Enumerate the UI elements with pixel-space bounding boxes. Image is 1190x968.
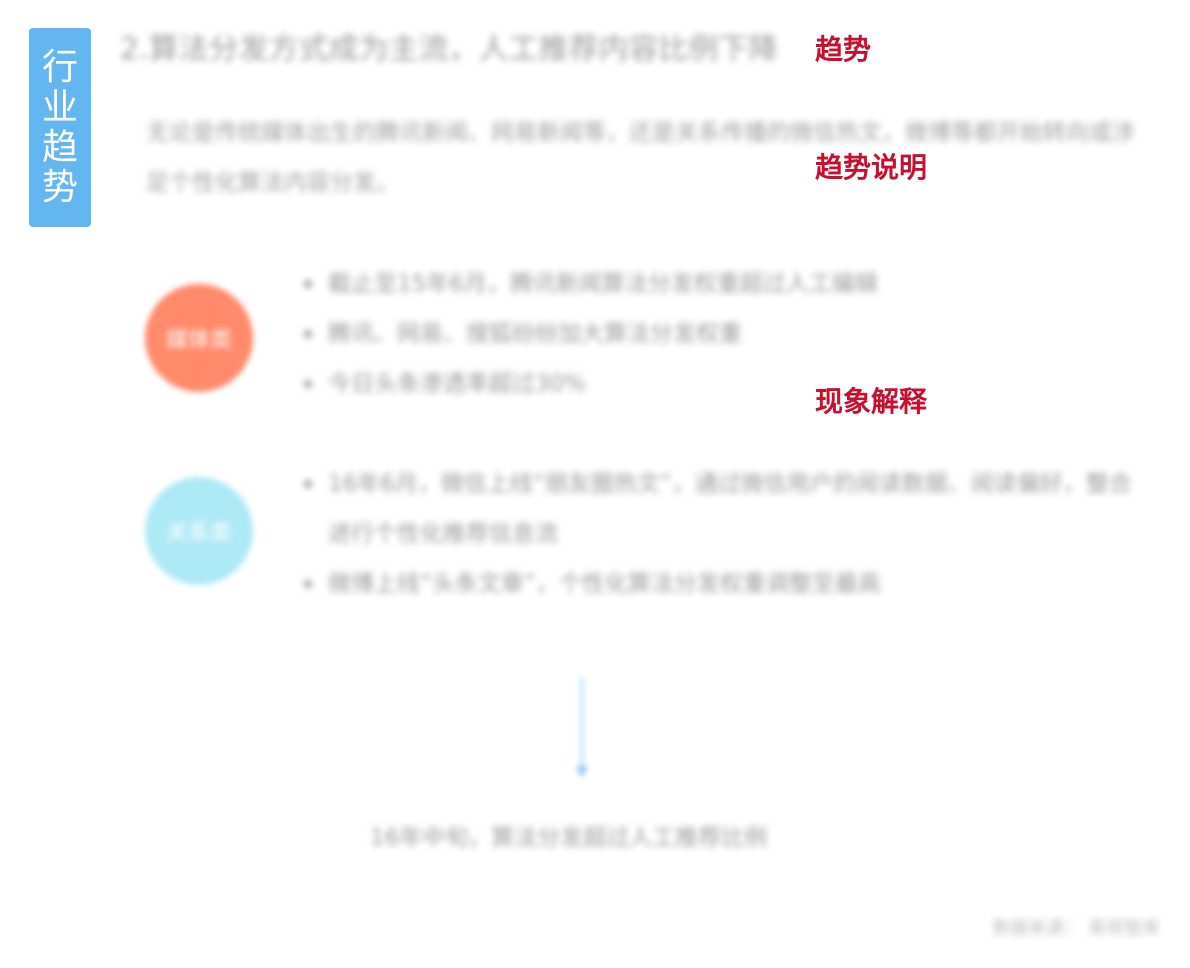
annotation-trend: 趋势 — [815, 33, 872, 66]
category-circle-media: 媒体类 — [145, 284, 253, 392]
annotation-phenomenon: 现象解释 — [815, 385, 928, 418]
list-item: 今日头条渗透率超过30% — [300, 359, 1150, 409]
category-circle-label: 关系类 — [165, 521, 232, 546]
conclusion-text: 16年中旬，算法分发超过人工推荐比例 — [370, 825, 768, 851]
list-item: 16年6月，微信上线“朋友圈热文”，通过微信用户的阅读数据、阅读偏好，整合进行个… — [300, 459, 1150, 559]
category-circle-social: 关系类 — [145, 477, 253, 585]
trend-description: 无论是传统媒体出生的腾讯新闻、网易新闻等，还是关系传播的微信热文，微博等都开始转… — [146, 120, 1135, 196]
bullet-list-social: 16年6月，微信上线“朋友圈热文”，通过微信用户的阅读数据、阅读偏好，整合进行个… — [300, 459, 1150, 609]
arrow-down-icon — [576, 766, 588, 778]
list-item: 截止至15年6月，腾讯新闻算法分发权重超过人工编辑 — [300, 259, 1150, 309]
section-tag: 行业趋势 — [29, 28, 91, 227]
data-source: 数据来源： 易观智库 — [992, 918, 1160, 939]
list-item: 微博上线“头条文章”，个性化算法分发权重调整至最高 — [300, 559, 1150, 609]
annotation-trend-desc: 趋势说明 — [815, 151, 928, 184]
page-title: 2.算法分发方式成为主流，人工推荐内容比例下降 — [120, 32, 779, 67]
bullet-list-media: 截止至15年6月，腾讯新闻算法分发权重超过人工编辑 腾讯、网易、搜狐纷纷加大算法… — [300, 259, 1150, 409]
section-tag-label: 行业趋势 — [41, 46, 78, 208]
list-item: 腾讯、网易、搜狐纷纷加大算法分发权重 — [300, 309, 1150, 359]
category-circle-label: 媒体类 — [165, 328, 232, 353]
down-arrow-line — [581, 677, 583, 769]
